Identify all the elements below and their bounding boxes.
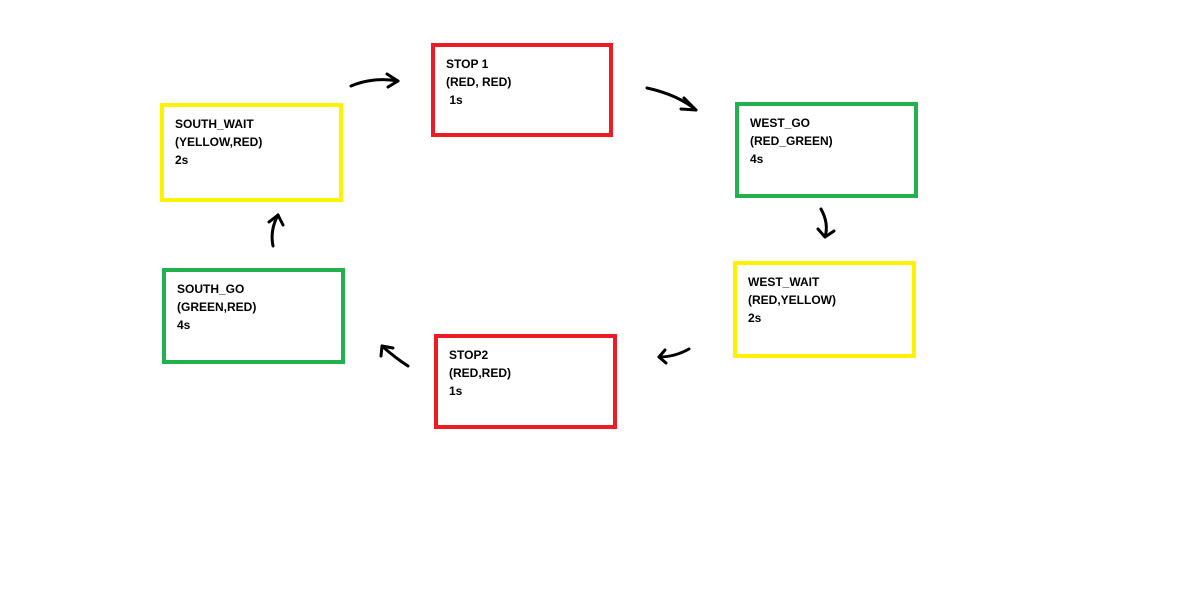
state-west-wait: WEST_WAIT (RED,YELLOW) 2s [733, 261, 916, 358]
state-south-wait: SOUTH_WAIT (YELLOW,RED) 2s [160, 103, 343, 202]
arrow-west-go-to-west-wait [816, 207, 836, 239]
arrow-south-wait-to-stop1 [349, 72, 400, 89]
state-signals: (GREEN,RED) [177, 300, 257, 314]
arrow-south-go-to-south-wait [267, 213, 285, 248]
state-south-go: SOUTH_GO (GREEN,RED) 4s [162, 268, 345, 364]
state-duration: 1s [449, 384, 463, 398]
state-name: SOUTH_GO [177, 282, 245, 296]
state-name: WEST_GO [750, 116, 811, 130]
state-signals: (RED,RED) [449, 366, 511, 380]
arrow-stop2-to-south-go [379, 344, 410, 368]
state-name: STOP 1 [446, 57, 489, 71]
state-duration: 1s [446, 93, 463, 107]
state-duration: 2s [748, 311, 762, 325]
state-duration: 2s [175, 153, 189, 167]
state-signals: (RED_GREEN) [750, 134, 833, 148]
state-signals: (RED,YELLOW) [748, 293, 836, 307]
state-duration: 4s [750, 152, 764, 166]
state-duration: 4s [177, 318, 191, 332]
state-west-go: WEST_GO (RED_GREEN) 4s [735, 102, 918, 198]
state-name: STOP2 [449, 348, 489, 362]
state-signals: (YELLOW,RED) [175, 135, 263, 149]
arrow-stop1-to-west-go [645, 86, 698, 112]
arrow-west-wait-to-stop2 [657, 347, 691, 365]
state-name: SOUTH_WAIT [175, 117, 254, 131]
state-signals: (RED, RED) [446, 75, 512, 89]
state-stop1: STOP 1 (RED, RED) 1s [431, 43, 613, 137]
state-name: WEST_WAIT [748, 275, 820, 289]
state-stop2: STOP2 (RED,RED) 1s [434, 334, 617, 429]
